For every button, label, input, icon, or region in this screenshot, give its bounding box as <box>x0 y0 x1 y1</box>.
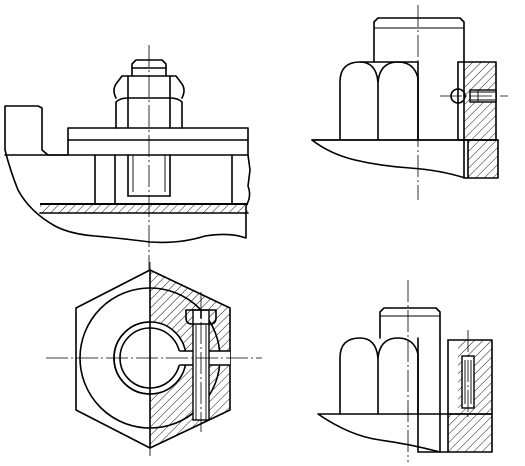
slotted-nut-pin-view <box>317 280 493 462</box>
top-plate <box>68 128 248 140</box>
base-hatch-bottom-right <box>448 414 492 452</box>
clamp-screw-head <box>185 309 217 325</box>
slotted-nut-set-screw-view <box>311 5 508 200</box>
bolt-head <box>373 17 465 63</box>
nut-dome-left-bottom <box>339 337 379 415</box>
split-nut-plan-view <box>46 262 262 456</box>
nut-dome-right-bottom <box>377 337 419 415</box>
base-break <box>311 139 499 179</box>
bolt-head-bottom <box>379 307 441 339</box>
nut-dome-left <box>339 61 379 141</box>
base-hatch <box>40 204 248 213</box>
nut-dome-right <box>377 61 419 141</box>
nut-section-outline-bottom <box>447 339 493 415</box>
bolted-plate-view <box>4 45 251 270</box>
base-section-hatch <box>468 140 498 178</box>
lower-nut <box>115 97 183 129</box>
base-body <box>4 105 251 244</box>
